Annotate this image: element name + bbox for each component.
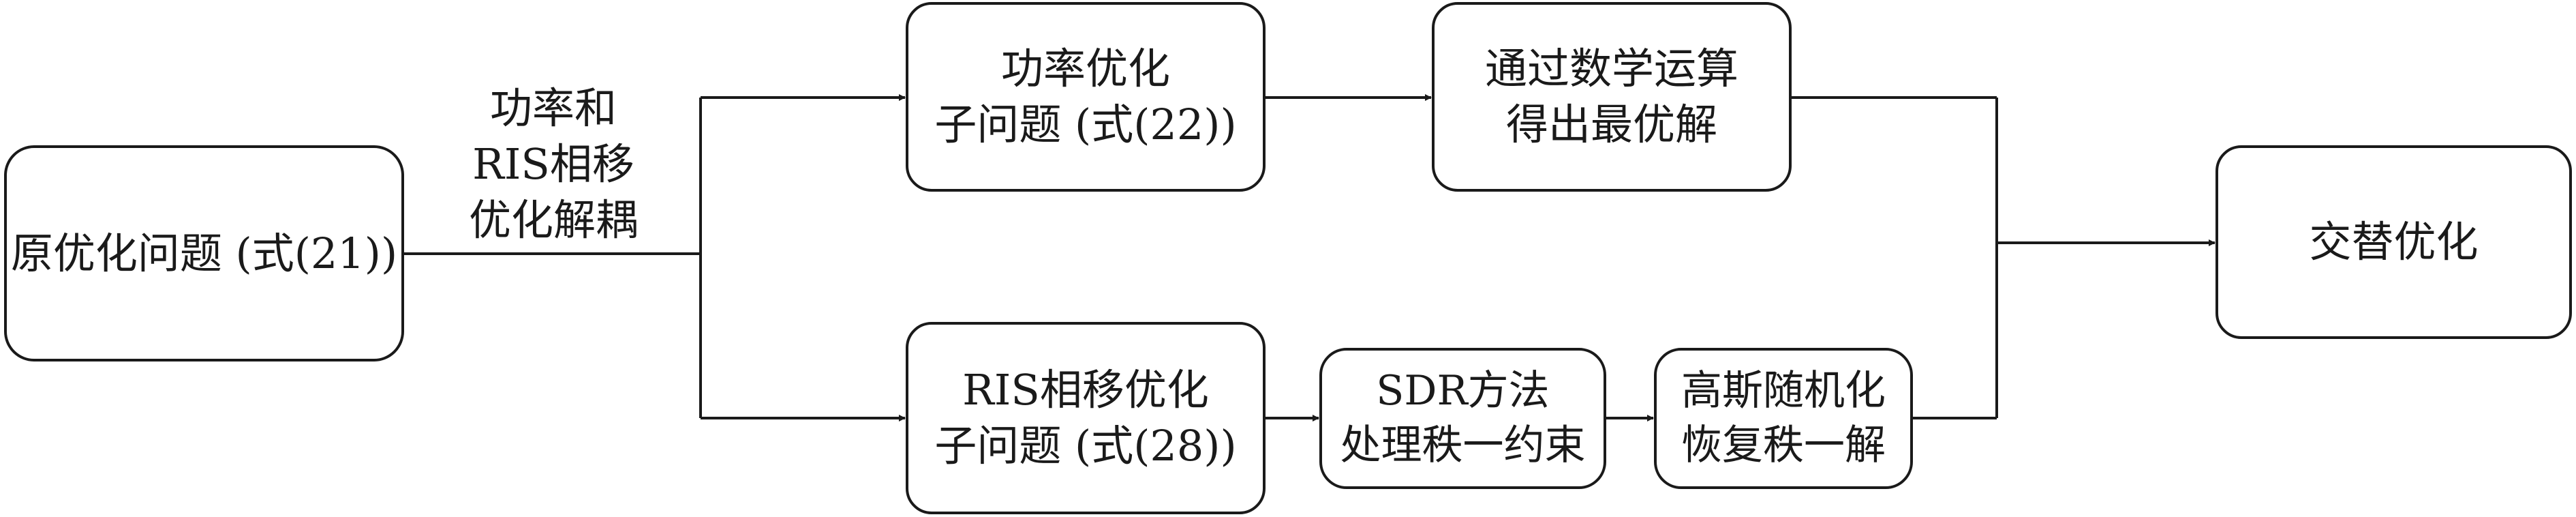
alternating-optimization-box: 交替优化	[2215, 145, 2572, 339]
sdr-method-line-1: SDR方法	[1376, 367, 1550, 415]
math-solution-line-1: 通过数学运算	[1484, 44, 1738, 94]
sdr-method-line-2: 处理秩一约束	[1340, 421, 1586, 469]
ris-subproblem-line-1: RIS相移优化	[962, 365, 1209, 415]
decoupling-label-line-1: 功率和	[489, 83, 617, 133]
decoupling-label-line-3: 优化解耦	[468, 194, 638, 245]
gaussian-randomization-line-2: 恢复秩一解	[1681, 421, 1886, 469]
ris-subproblem-line-2: 子问题 (式(28))	[934, 421, 1237, 471]
math-solution-line-2: 得出最优解	[1505, 100, 1717, 149]
math-solution-box: 通过数学运算 得出最优解	[1432, 2, 1792, 192]
power-subproblem-line-1: 功率优化	[1000, 44, 1170, 94]
ris-subproblem-box: RIS相移优化 子问题 (式(28))	[906, 322, 1266, 514]
alternating-optimization-text: 交替优化	[2309, 217, 2479, 267]
original-problem-box: 原优化问题 (式(21))	[4, 145, 404, 361]
decoupling-label: 功率和 RIS相移 优化解耦	[424, 80, 683, 248]
gaussian-randomization-box: 高斯随机化 恢复秩一解	[1654, 348, 1913, 489]
gaussian-randomization-line-1: 高斯随机化	[1681, 367, 1886, 415]
sdr-method-box: SDR方法 处理秩一约束	[1319, 348, 1606, 489]
power-subproblem-line-2: 子问题 (式(22))	[934, 100, 1237, 149]
power-subproblem-box: 功率优化 子问题 (式(22))	[906, 2, 1266, 192]
decoupling-label-line-2: RIS相移	[472, 138, 634, 189]
original-problem-text: 原优化问题 (式(21))	[10, 228, 398, 278]
